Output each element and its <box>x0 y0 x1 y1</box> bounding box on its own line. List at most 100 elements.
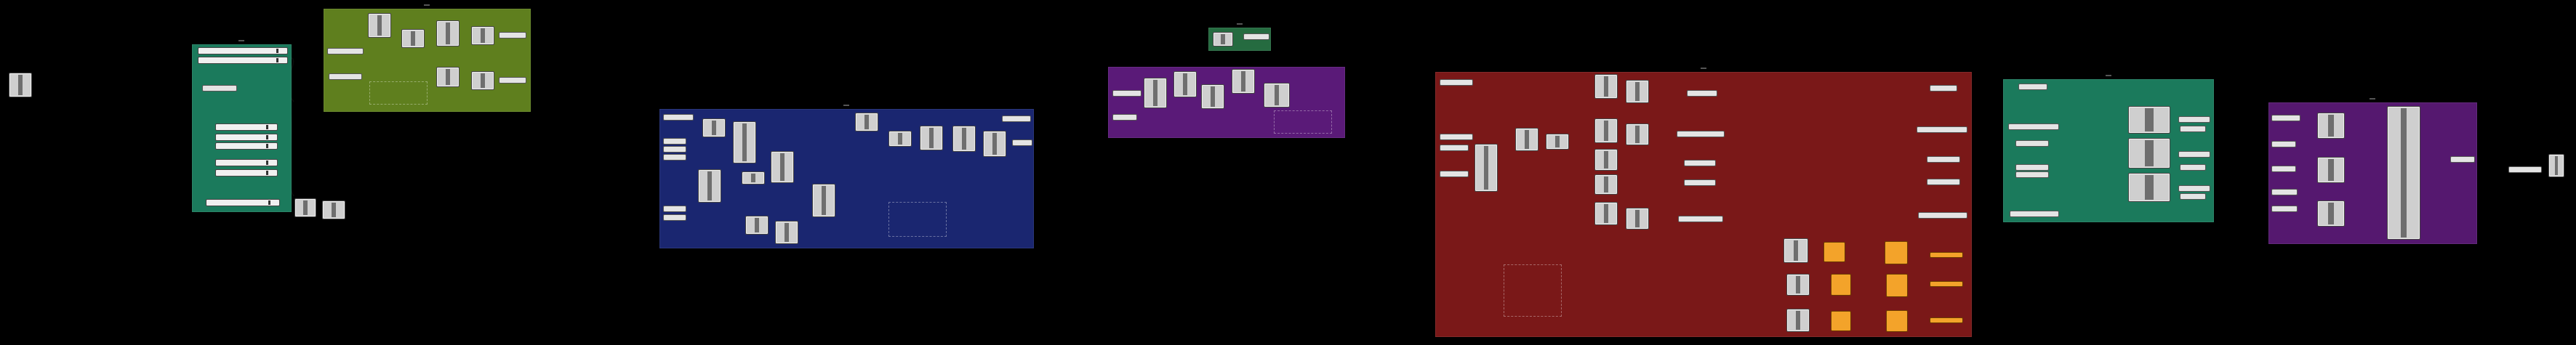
component-node[interactable] <box>368 13 391 38</box>
output-label[interactable] <box>1930 317 1963 323</box>
custom-preview-node[interactable] <box>1886 274 1908 297</box>
parameter-node[interactable] <box>1012 139 1032 146</box>
parameter-node[interactable] <box>2508 166 2542 173</box>
panel-box[interactable] <box>369 81 428 105</box>
parameter-node[interactable] <box>499 77 526 84</box>
component-node[interactable] <box>2317 113 2345 139</box>
component-node[interactable] <box>1594 74 1618 99</box>
component-node[interactable] <box>2387 106 2420 240</box>
parameter-node[interactable] <box>2271 206 2298 212</box>
component-node[interactable] <box>920 126 943 150</box>
parameter-node[interactable] <box>1112 90 1141 97</box>
component-node[interactable] <box>1515 128 1538 151</box>
parameter-node[interactable] <box>2450 156 2475 163</box>
number-slider[interactable] <box>215 142 278 150</box>
component-node[interactable] <box>1201 84 1224 109</box>
parameter-node[interactable] <box>329 73 362 80</box>
parameter-node[interactable] <box>2178 185 2210 192</box>
panel-box[interactable] <box>1274 110 1332 134</box>
parameter-node[interactable] <box>663 114 694 121</box>
parameter-node[interactable] <box>1927 156 1960 163</box>
component-node[interactable] <box>1213 32 1233 46</box>
component-node[interactable] <box>9 73 32 97</box>
parameter-node[interactable] <box>1684 160 1716 166</box>
component-node[interactable] <box>1786 274 1810 296</box>
number-slider[interactable] <box>198 57 288 64</box>
custom-preview-node[interactable] <box>1831 311 1851 331</box>
component-node[interactable] <box>952 126 976 152</box>
component-node[interactable] <box>2128 138 2170 169</box>
component-node[interactable] <box>1264 83 1290 107</box>
custom-preview-node[interactable] <box>1886 310 1908 332</box>
component-node[interactable] <box>702 118 726 137</box>
group-frame-8[interactable] <box>2268 98 2477 244</box>
parameter-node[interactable] <box>1243 33 1269 40</box>
parameter-node[interactable] <box>1684 179 1716 186</box>
output-label[interactable] <box>1930 281 1963 287</box>
component-node[interactable] <box>733 121 756 163</box>
component-node[interactable] <box>1232 69 1255 94</box>
group-frame-2[interactable] <box>324 4 531 112</box>
parameter-node[interactable] <box>2180 164 2206 171</box>
component-node[interactable] <box>2317 157 2345 183</box>
parameter-node[interactable] <box>1918 212 1967 219</box>
parameter-node[interactable] <box>1677 131 1725 137</box>
parameter-node[interactable] <box>663 138 686 145</box>
component-node[interactable] <box>742 171 765 184</box>
parameter-node[interactable] <box>2271 115 2300 121</box>
component-node[interactable] <box>2548 154 2564 177</box>
parameter-node[interactable] <box>1917 126 1967 133</box>
custom-preview-node[interactable] <box>1823 242 1845 262</box>
component-node[interactable] <box>436 67 460 87</box>
parameter-node[interactable] <box>327 48 364 54</box>
parameter-node[interactable] <box>1112 114 1137 121</box>
component-node[interactable] <box>436 20 460 46</box>
component-node[interactable] <box>1626 208 1649 230</box>
component-node[interactable] <box>2128 173 2170 202</box>
panel-box[interactable] <box>888 202 947 237</box>
panel-box[interactable] <box>1504 264 1562 317</box>
parameter-node[interactable] <box>2008 123 2059 130</box>
custom-preview-node[interactable] <box>1885 241 1908 264</box>
parameter-node[interactable] <box>2180 193 2206 200</box>
component-node[interactable] <box>1594 149 1618 171</box>
parameter-node[interactable] <box>663 154 686 161</box>
component-node[interactable] <box>745 216 769 235</box>
group-frame-7[interactable] <box>2003 75 2214 222</box>
parameter-node[interactable] <box>2015 164 2049 171</box>
component-node[interactable] <box>888 131 912 147</box>
number-slider[interactable] <box>198 47 288 54</box>
number-slider[interactable] <box>215 169 278 176</box>
number-slider[interactable] <box>215 134 278 141</box>
parameter-node[interactable] <box>2178 151 2210 158</box>
parameter-node[interactable] <box>2010 211 2059 217</box>
parameter-node[interactable] <box>2015 171 2049 178</box>
component-node[interactable] <box>1173 71 1197 97</box>
component-node[interactable] <box>401 29 425 48</box>
parameter-node[interactable] <box>663 206 686 212</box>
parameter-node[interactable] <box>2271 189 2298 195</box>
component-node[interactable] <box>983 131 1006 157</box>
parameter-node[interactable] <box>1930 85 1957 92</box>
group-frame-6[interactable] <box>1435 68 1972 337</box>
parameter-node[interactable] <box>1927 179 1960 185</box>
component-node[interactable] <box>1594 118 1618 143</box>
parameter-node[interactable] <box>663 214 686 221</box>
component-node[interactable] <box>1594 174 1618 195</box>
component-node[interactable] <box>1474 144 1498 192</box>
component-node[interactable] <box>771 151 794 183</box>
component-node[interactable] <box>698 169 721 203</box>
parameter-node[interactable] <box>2271 166 2296 172</box>
component-node[interactable] <box>294 198 316 217</box>
parameter-node[interactable] <box>202 85 237 92</box>
parameter-node[interactable] <box>1002 115 1031 122</box>
component-node[interactable] <box>775 221 798 244</box>
component-node[interactable] <box>1594 202 1618 225</box>
number-slider[interactable] <box>215 159 278 166</box>
number-slider[interactable] <box>215 123 278 131</box>
parameter-node[interactable] <box>1440 171 1469 177</box>
component-node[interactable] <box>1144 78 1167 108</box>
component-node[interactable] <box>1626 80 1649 103</box>
component-node[interactable] <box>2128 106 2170 134</box>
component-node[interactable] <box>471 26 494 45</box>
